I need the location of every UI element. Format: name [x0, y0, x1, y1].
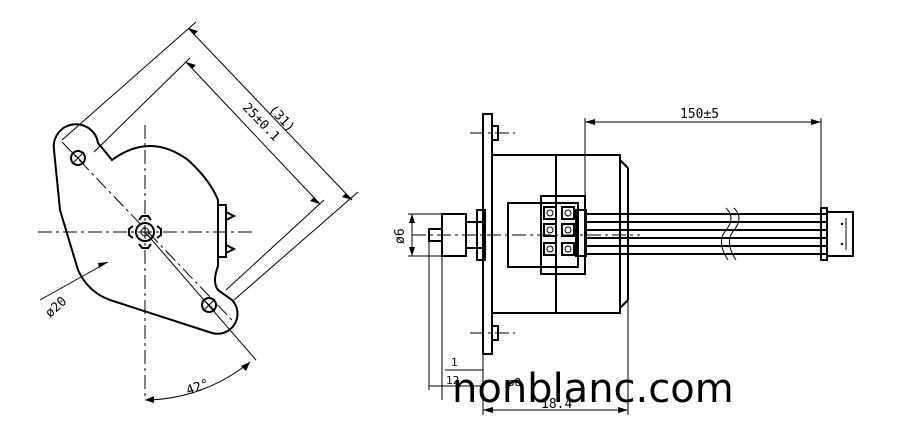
- dim-angle-text: 42°: [184, 377, 211, 399]
- boss-neck: [465, 221, 484, 249]
- dim-boss-diameter-text: ø8: [508, 376, 521, 389]
- dim-diameter: ø20: [39, 261, 109, 321]
- dim-body-length: 18.4: [483, 397, 628, 413]
- diagonal-center-line: [61, 141, 233, 321]
- dim-shaft-diameter-text: ø6: [393, 228, 408, 244]
- dim-span-outer: (31): [61, 21, 359, 301]
- dim-body-length-text: 18.4: [541, 397, 572, 412]
- dim-span-inner: 25±0.1: [93, 57, 325, 291]
- connector-block: [507, 195, 587, 275]
- dim-diameter-text: ø20: [43, 294, 70, 321]
- dim-shaft-length: 12 ø8: [429, 374, 521, 389]
- lead-wires: [586, 207, 826, 261]
- mounting-plate-outline: [52, 123, 239, 335]
- pinion-gear: [128, 215, 162, 249]
- dim-flange-offset: 1: [445, 356, 483, 371]
- dim-flange-offset-text: 1: [451, 356, 458, 369]
- shaft: [428, 228, 443, 242]
- dim-shaft-diameter: ø6: [393, 213, 442, 257]
- front-view: (31) 25±0.1 ø20 42°: [38, 21, 359, 403]
- lead-plug: [820, 207, 854, 261]
- dim-lead-length-text: 150±5: [680, 107, 719, 122]
- watermark: nonblanc.com: [452, 366, 734, 412]
- dim-shaft-length-text: 12: [446, 374, 459, 387]
- mounting-hole-top: [70, 150, 86, 166]
- flange-tab-bottom: [491, 325, 499, 341]
- flange-tab-top: [491, 125, 499, 141]
- dim-lead-length: 150±5: [584, 107, 822, 208]
- side-view: 150±5 ø6 1 12 ø8: [393, 107, 854, 415]
- terminal-tabs: [217, 204, 237, 258]
